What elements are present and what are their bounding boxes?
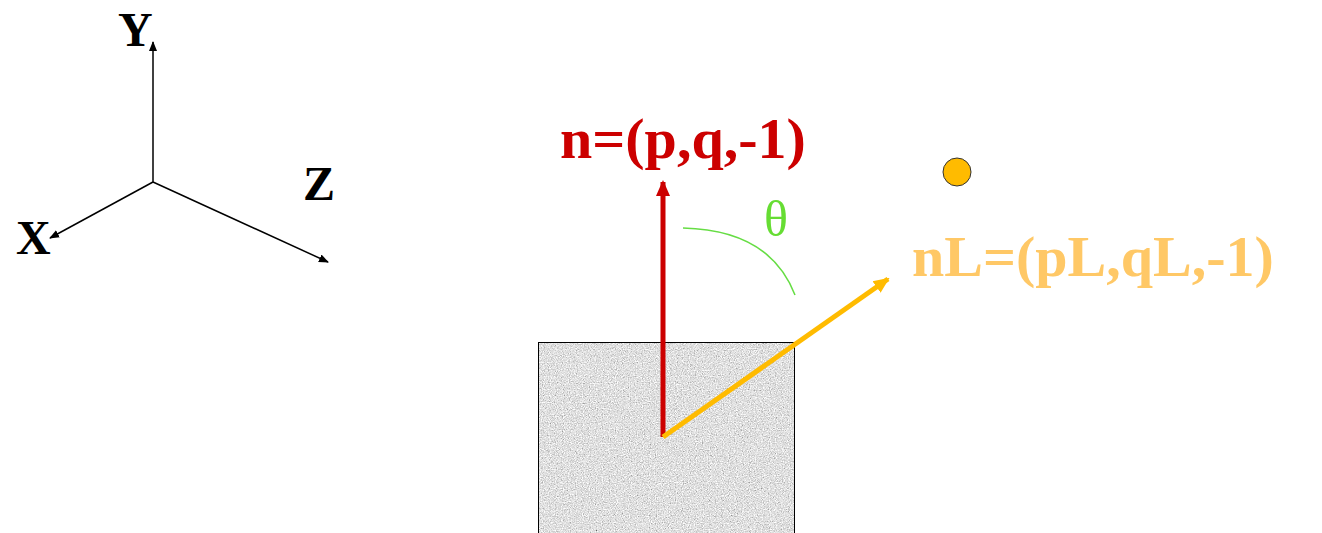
axis-label: Z xyxy=(303,160,335,208)
axis-label: Y xyxy=(118,6,153,54)
normal-arrow xyxy=(661,182,666,437)
angle-label: θ xyxy=(764,194,788,244)
axes xyxy=(50,42,328,262)
axis-label: X xyxy=(16,214,51,262)
normal-vector-label: n=(p,q,-1) xyxy=(560,110,806,168)
light-vector-label: nL=(pL,qL,-1) xyxy=(912,228,1274,286)
light-source xyxy=(943,158,971,186)
light-arrow xyxy=(663,279,888,437)
